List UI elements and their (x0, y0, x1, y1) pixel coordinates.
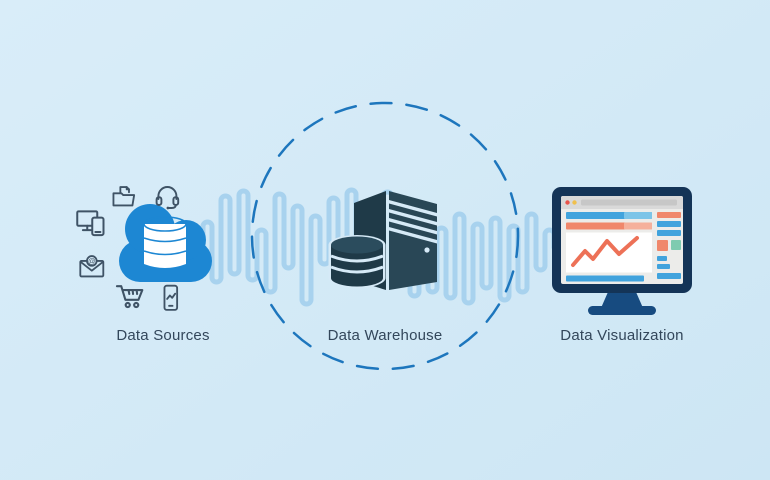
browser-titlebar (561, 196, 683, 209)
database-body (144, 224, 186, 268)
monitor-stand-base (588, 306, 656, 315)
server-vent-3 (389, 218, 437, 235)
cloud-database-icon (119, 204, 212, 282)
headset-icon (155, 186, 180, 210)
dashed-circle (250, 101, 520, 371)
red-dot-icon (565, 200, 570, 205)
email-icon: @ (79, 255, 105, 278)
address-bar (581, 199, 677, 206)
label-data-warehouse: Data Warehouse (327, 327, 443, 344)
monitor-dashboard-icon (552, 187, 692, 315)
label-data-sources: Data Sources (116, 327, 210, 344)
database-ring-1 (143, 237, 187, 243)
database-stack-top (331, 236, 383, 254)
line-chart (571, 236, 639, 267)
mobile-analytics-icon (163, 284, 179, 311)
database-stack-icon (328, 235, 386, 288)
monitor-stand-neck (601, 292, 643, 308)
database-stack-bottom (331, 269, 383, 287)
devices-icon (76, 210, 105, 237)
yellow-dot-icon (572, 200, 577, 205)
server-vent-2 (389, 209, 437, 226)
sidebar-teal-square (671, 240, 681, 250)
label-data-visualization: Data Visualization (560, 327, 684, 344)
email-at-glyph: @ (88, 257, 96, 266)
server-power-dot (424, 247, 430, 253)
cart-icon (115, 285, 144, 309)
database-stack-gap-2 (330, 265, 384, 274)
server-vent-1 (389, 200, 437, 217)
dashboard-sidebar-column (657, 212, 681, 279)
database-ring-2 (143, 250, 187, 256)
dashboard-main-column (566, 212, 652, 282)
chart-panel (566, 232, 652, 273)
database-top (143, 216, 187, 232)
sidebar-orange-square (657, 240, 668, 251)
database-stack-gap-1 (330, 254, 384, 263)
server-vent-4 (389, 227, 437, 244)
folder-icon (112, 186, 136, 207)
